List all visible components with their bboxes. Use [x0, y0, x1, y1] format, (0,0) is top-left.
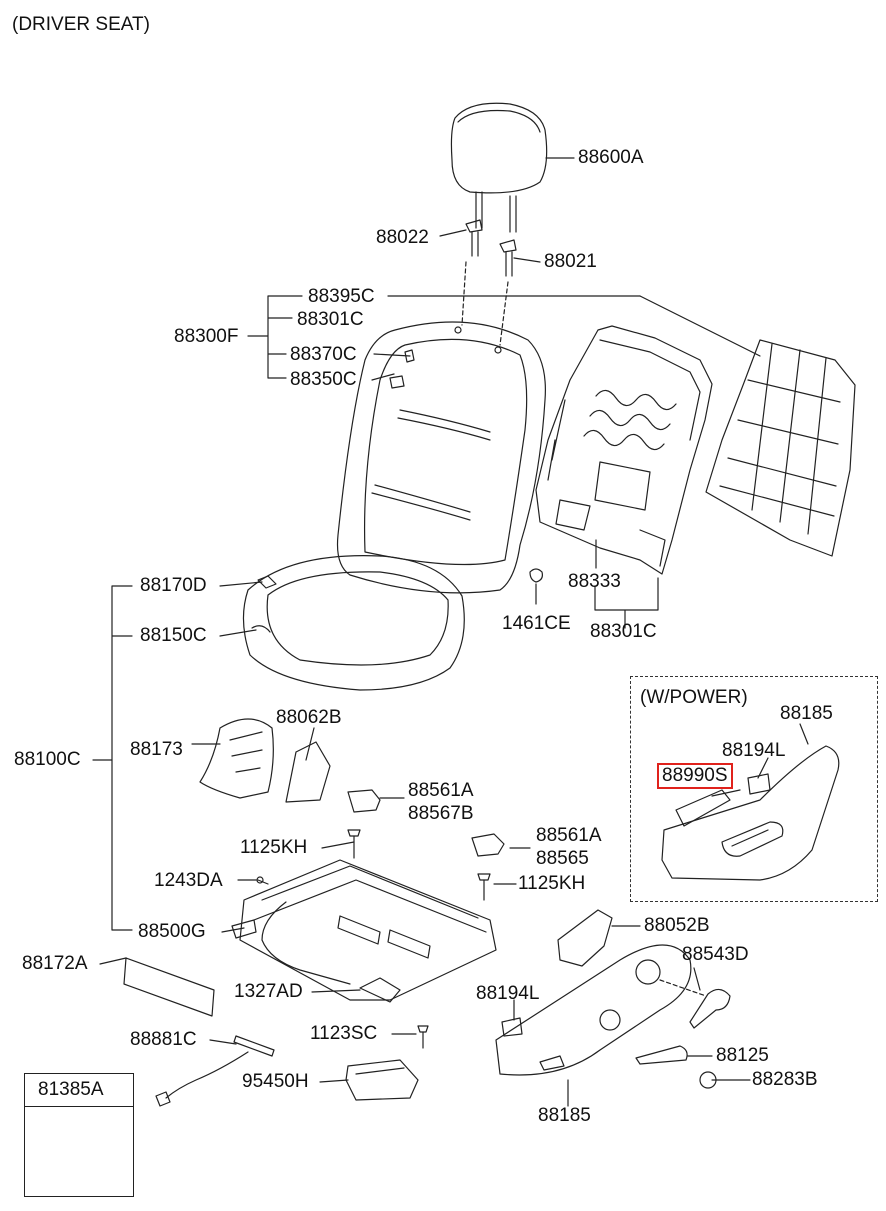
inset-box-title: 81385A	[38, 1079, 104, 1100]
part-88125: 88125	[716, 1045, 769, 1066]
seat-track-drawing	[231, 859, 497, 1003]
part-1461CE: 1461CE	[502, 613, 571, 634]
part-88185-upper: 88185	[780, 703, 833, 724]
seat-back-drawing	[336, 321, 546, 594]
cover-drawing	[557, 909, 613, 967]
part-88500G: 88500G	[138, 921, 206, 942]
seat-cushion-drawing	[242, 555, 465, 691]
part-88370C: 88370C	[290, 344, 357, 365]
lever-drawing	[689, 988, 731, 1029]
part-88062B: 88062B	[276, 707, 342, 728]
part-88350C: 88350C	[290, 369, 357, 390]
part-88194L-lower: 88194L	[476, 983, 540, 1004]
part-1123SC: 1123SC	[310, 1023, 378, 1044]
trim-strip-drawing	[123, 957, 215, 1017]
part-95450H: 95450H	[242, 1071, 309, 1092]
page-title: (DRIVER SEAT)	[12, 14, 150, 35]
control-module-drawing	[345, 1059, 419, 1101]
recline-lever-drawing	[635, 1045, 688, 1065]
part-88170D: 88170D	[140, 575, 207, 596]
part-88990S-highlighted: 88990S	[657, 763, 733, 789]
back-board-drawing	[639, 295, 856, 557]
part-88301C-lower: 88301C	[590, 621, 657, 642]
headrest-drawing	[450, 102, 548, 233]
part-88100C: 88100C	[14, 749, 81, 770]
side-cover-drawing	[199, 718, 274, 799]
part-88052B: 88052B	[644, 915, 710, 936]
bolts-drawing	[256, 829, 491, 1049]
part-88283B: 88283B	[752, 1069, 818, 1090]
clip-drawing	[529, 568, 543, 583]
cable-drawing	[155, 1035, 275, 1107]
headrest-guides	[461, 219, 517, 346]
part-88561A-upper: 88561A	[408, 780, 474, 801]
side-shield-drawing	[495, 944, 692, 1076]
part-88561A-lower: 88561A	[536, 825, 602, 846]
part-88194L-upper: 88194L	[722, 740, 786, 761]
inset-box-header	[24, 1073, 134, 1107]
part-88022: 88022	[376, 227, 429, 248]
part-88543D: 88543D	[682, 944, 749, 965]
seat-back-frame-drawing	[535, 325, 713, 575]
part-88185-lower: 88185	[538, 1105, 591, 1126]
bracket-lines	[92, 295, 659, 931]
part-88173: 88173	[130, 739, 183, 760]
part-88881C: 88881C	[130, 1029, 197, 1050]
part-88172A: 88172A	[22, 953, 88, 974]
part-88333: 88333	[568, 571, 621, 592]
power-shield-drawing	[661, 745, 840, 881]
part-1125KH-upper: 1125KH	[240, 837, 308, 858]
part-1243DA: 1243DA	[154, 870, 223, 891]
part-88600A: 88600A	[578, 147, 644, 168]
bracket-drawing	[285, 741, 331, 803]
part-88395C: 88395C	[308, 286, 375, 307]
leader-lines	[99, 157, 809, 1107]
part-1125KH-lower: 1125KH	[518, 873, 586, 894]
part-88021: 88021	[544, 251, 597, 272]
part-88150C: 88150C	[140, 625, 207, 646]
power-option-title: (W/POWER)	[640, 687, 748, 708]
part-88565: 88565	[536, 848, 589, 869]
part-1327AD: 1327AD	[234, 981, 303, 1002]
cap-drawing	[699, 1071, 717, 1089]
clip-b-drawing	[471, 833, 505, 857]
part-88301C-upper: 88301C	[297, 309, 364, 330]
power-option-box	[630, 676, 878, 902]
clip-a-drawing	[347, 789, 381, 813]
part-88300F: 88300F	[174, 326, 239, 347]
part-88567B: 88567B	[408, 803, 474, 824]
